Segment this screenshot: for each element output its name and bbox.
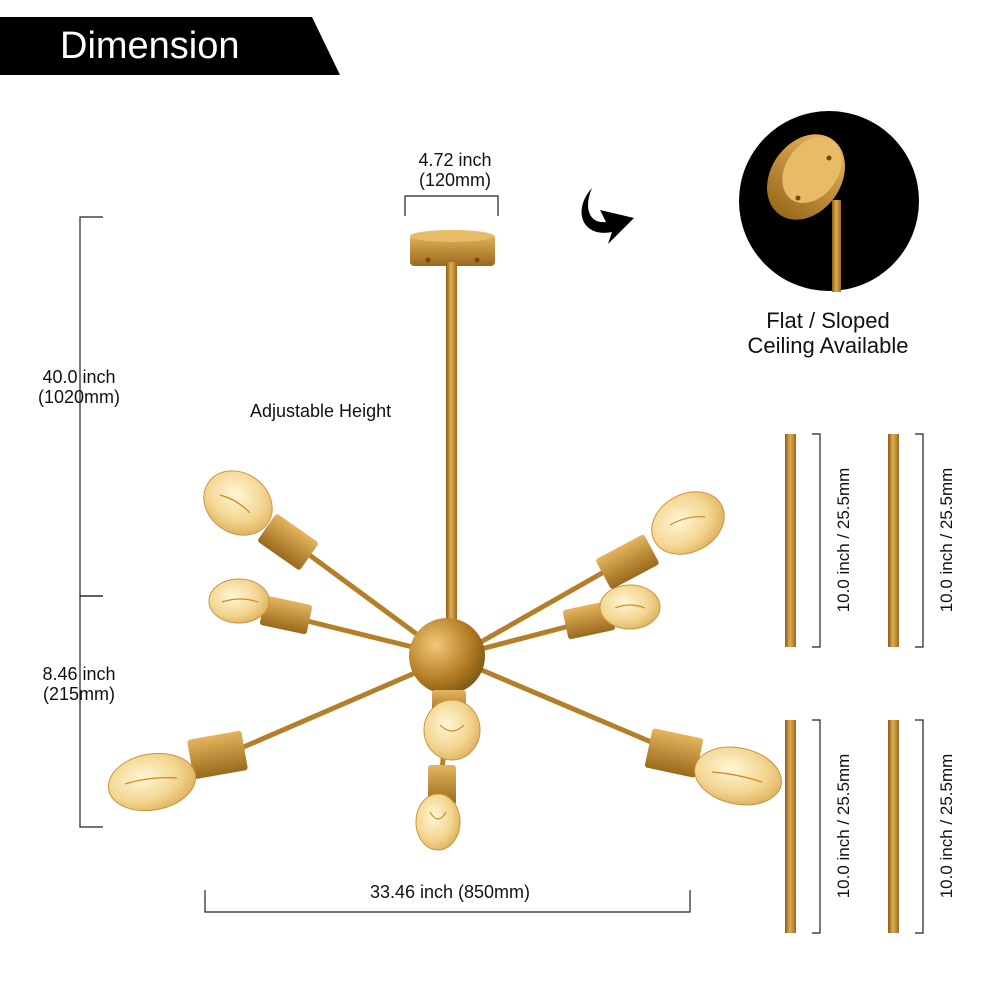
ceiling-mount-detail-icon: [739, 111, 919, 292]
center-sphere: [409, 618, 485, 694]
rod-label-1: 10.0 inch / 25.5mm: [834, 467, 853, 613]
width-label: 33.46 inch (850mm): [369, 882, 531, 902]
ceiling-canopy: [410, 230, 495, 266]
canopy-mm: (120mm): [418, 170, 491, 190]
rod-label-4: 10.0 inch / 25.5mm: [937, 753, 956, 899]
total-height-inch: 40.0 inch: [42, 367, 116, 387]
total-height-mm: (1020mm): [37, 387, 121, 407]
banner-shape: [0, 17, 340, 75]
rod-dimension-brackets: [812, 433, 924, 934]
canopy-dimension-label: 4.72 inch (120mm): [405, 150, 505, 190]
down-rod: [446, 262, 457, 637]
total-height-label: 40.0 inch (1020mm): [24, 367, 134, 407]
banner-title: Dimension: [60, 25, 240, 67]
canopy-inch: 4.72 inch: [418, 150, 492, 170]
body-height-label: 8.46 inch (215mm): [24, 664, 134, 704]
extension-rods: [785, 434, 899, 933]
dimension-banner: Dimension: [0, 17, 340, 75]
ceiling-caption: Flat / Sloped Ceiling Available: [728, 308, 928, 358]
adjustable-height-label: Adjustable Height: [250, 401, 392, 421]
ceiling-caption-line2: Ceiling Available: [747, 333, 909, 358]
total-height-bracket: [79, 216, 103, 828]
canopy-dimension-bracket: [404, 195, 499, 216]
curved-arrow-icon: [581, 188, 634, 244]
body-height-mm: (215mm): [42, 684, 115, 704]
rod-label-3: 10.0 inch / 25.5mm: [834, 753, 853, 899]
body-height-inch: 8.46 inch: [42, 664, 116, 684]
rod-label-2: 10.0 inch / 25.5mm: [937, 467, 956, 613]
width-dimension-bracket: [204, 890, 691, 913]
ceiling-caption-line1: Flat / Sloped: [766, 308, 890, 333]
bulb-filaments: [124, 494, 763, 820]
